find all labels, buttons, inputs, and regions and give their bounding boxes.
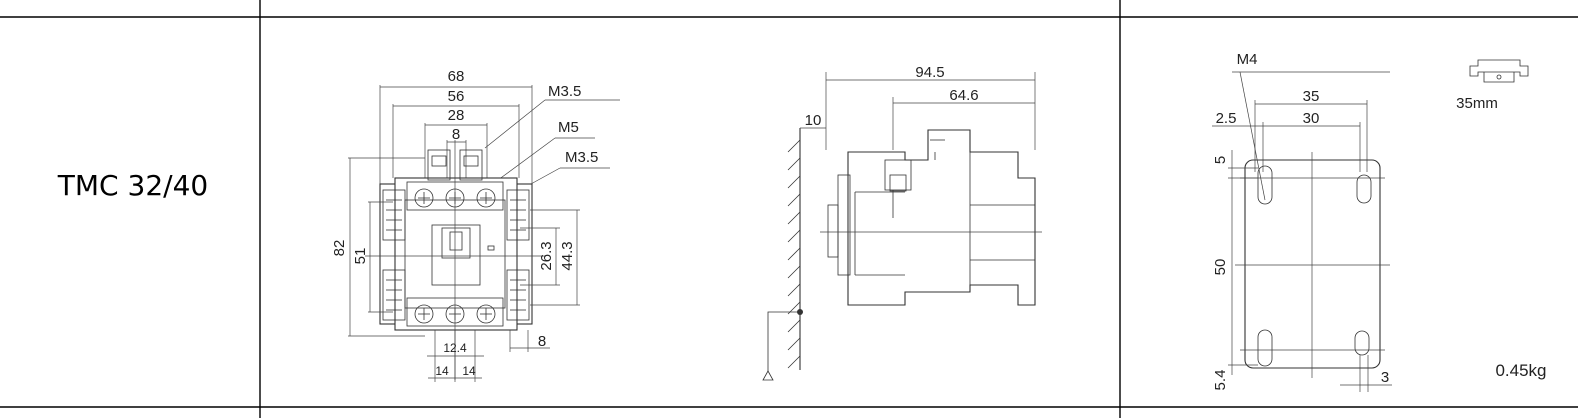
dim-26-3: 26.3 [538, 241, 555, 270]
dim-3: 3 [1381, 369, 1389, 386]
dim-94-5: 94.5 [915, 64, 944, 81]
dim-30: 30 [1303, 110, 1320, 127]
dim-28: 28 [448, 107, 465, 124]
screw-label-m3-5-side: M3.5 [565, 149, 598, 166]
dim-50: 50 [1212, 259, 1229, 276]
dim-8-top: 8 [452, 126, 460, 143]
dim-82: 82 [331, 240, 348, 257]
dim-68: 68 [448, 68, 465, 85]
screw-label-m4: M4 [1237, 51, 1258, 68]
dim-2-5: 2.5 [1216, 110, 1237, 127]
dim-51: 51 [352, 248, 369, 265]
dim-8-bottom: 8 [538, 333, 546, 350]
dim-56: 56 [448, 88, 465, 105]
dim-64-6: 64.6 [949, 87, 978, 104]
mount-view-drawing [1212, 59, 1529, 392]
screw-label-m5: M5 [558, 119, 579, 136]
dim-14-right: 14 [462, 364, 476, 378]
model-name: TMC 32/40 [57, 169, 208, 202]
dim-44-3: 44.3 [559, 241, 576, 270]
rail-label: 35mm [1456, 95, 1498, 112]
dim-35: 35 [1303, 88, 1320, 105]
dim-14-left: 14 [435, 364, 449, 378]
dim-5: 5 [1212, 156, 1229, 164]
dim-10: 10 [805, 112, 822, 129]
front-view-drawing [348, 85, 620, 382]
weight-label: 0.45kg [1495, 361, 1546, 380]
side-view-drawing [762, 72, 1042, 381]
dim-12-4: 12.4 [443, 341, 467, 355]
dim-5-4: 5.4 [1212, 370, 1229, 391]
screw-label-m3-5-top: M3.5 [548, 83, 581, 100]
